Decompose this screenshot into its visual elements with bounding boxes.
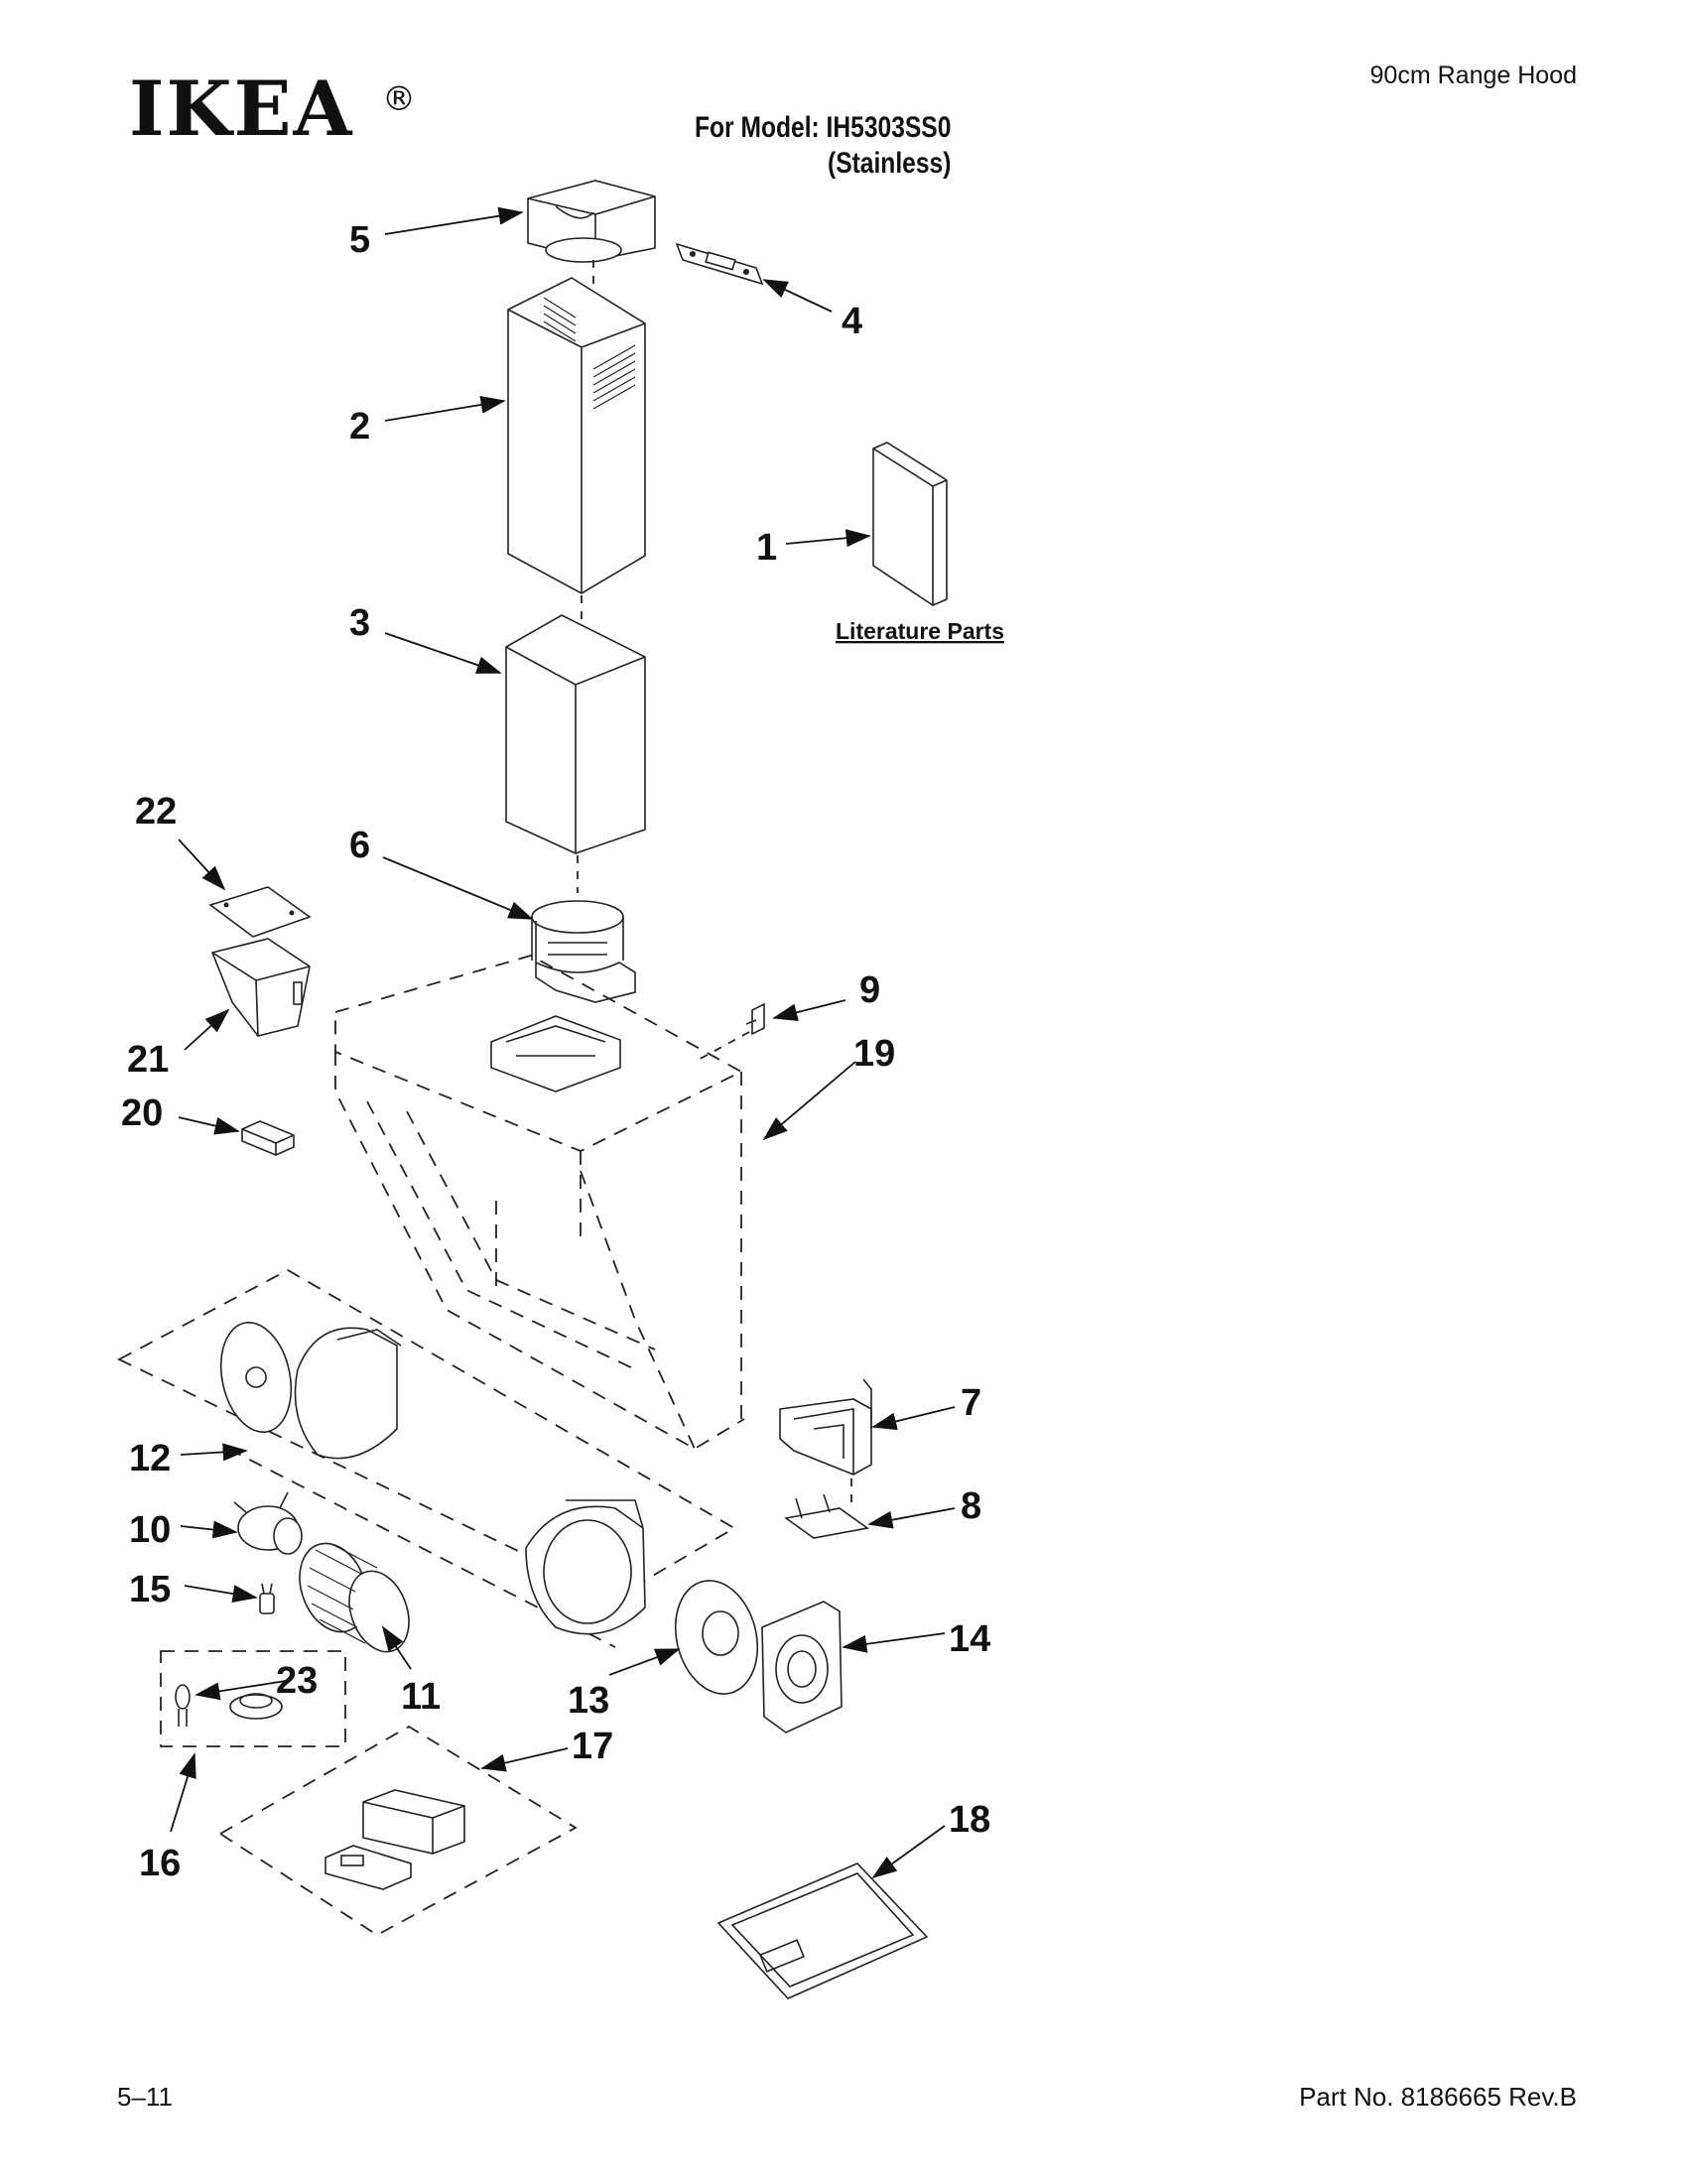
part-13-motor-plate [674, 1580, 759, 1695]
brand-logo: IKEA [129, 64, 354, 153]
part-20-switch [241, 1120, 295, 1156]
registered-mark: ® [382, 79, 416, 119]
control-board [490, 1015, 621, 1092]
part-8-circuit-board [784, 1493, 869, 1539]
part-number: Part No. 8186665 Rev.B [1299, 2082, 1577, 2112]
callout-8: 8 [961, 1485, 981, 1527]
document-type: 90cm Range Hood [1369, 62, 1577, 89]
callout-21: 21 [127, 1039, 169, 1081]
callout-17: 17 [572, 1726, 613, 1767]
callout-23: 23 [276, 1660, 318, 1702]
callout-9: 9 [859, 969, 880, 1011]
control-panel [325, 1789, 465, 1890]
callout-4: 4 [842, 301, 862, 342]
part-23-lamp [175, 1684, 283, 1727]
callout-18: 18 [949, 1799, 990, 1841]
model-number: For Model: IH5303SS0 [695, 111, 952, 144]
callout-20: 20 [121, 1092, 163, 1134]
callout-2: 2 [349, 406, 370, 448]
callout-7: 7 [961, 1382, 981, 1424]
callout-11: 11 [401, 1676, 441, 1718]
callout-15: 15 [129, 1569, 171, 1610]
callout-12: 12 [129, 1438, 171, 1479]
part-17-control-panel-group [218, 1725, 578, 1937]
blower-scroll-housing [525, 1499, 646, 1635]
part-4-mounting-bracket [675, 242, 764, 286]
callout-6: 6 [349, 825, 370, 866]
part-18-grease-filter [716, 1863, 929, 1999]
part-14-inlet-grille [761, 1601, 843, 1734]
callout-10: 10 [129, 1509, 171, 1551]
part-22-cover-plate [208, 886, 312, 938]
part-9-clip [745, 1002, 765, 1036]
part-10-motor [233, 1491, 303, 1555]
part-12-blower-housing [219, 1321, 402, 1460]
callout-5: 5 [349, 219, 370, 261]
callout-1: 1 [756, 527, 777, 569]
part-21-light-housing [210, 938, 311, 1037]
callout-13: 13 [568, 1680, 609, 1722]
date-code: 5–11 [117, 2082, 173, 2112]
model-finish: (Stainless) [828, 147, 952, 180]
part-5-duct-adapter [527, 180, 656, 263]
literature-parts-label: Literature Parts [836, 618, 1004, 644]
part-16-lamp-group [160, 1650, 346, 1747]
part-1-literature [872, 442, 948, 606]
part-19-hood-canopy [334, 955, 745, 1451]
part-3-lower-chimney [505, 614, 646, 854]
part-2-upper-chimney [507, 277, 646, 594]
part-15-capacitor [259, 1583, 275, 1614]
part-7-bracket-assembly [779, 1378, 872, 1476]
callout-22: 22 [135, 791, 177, 833]
callout-19: 19 [853, 1033, 895, 1075]
callout-3: 3 [349, 602, 370, 644]
callout-14: 14 [949, 1618, 990, 1660]
part-11-blower-wheel [299, 1542, 410, 1653]
part-6-transition-collar [531, 900, 636, 1003]
callout-16: 16 [139, 1843, 181, 1884]
